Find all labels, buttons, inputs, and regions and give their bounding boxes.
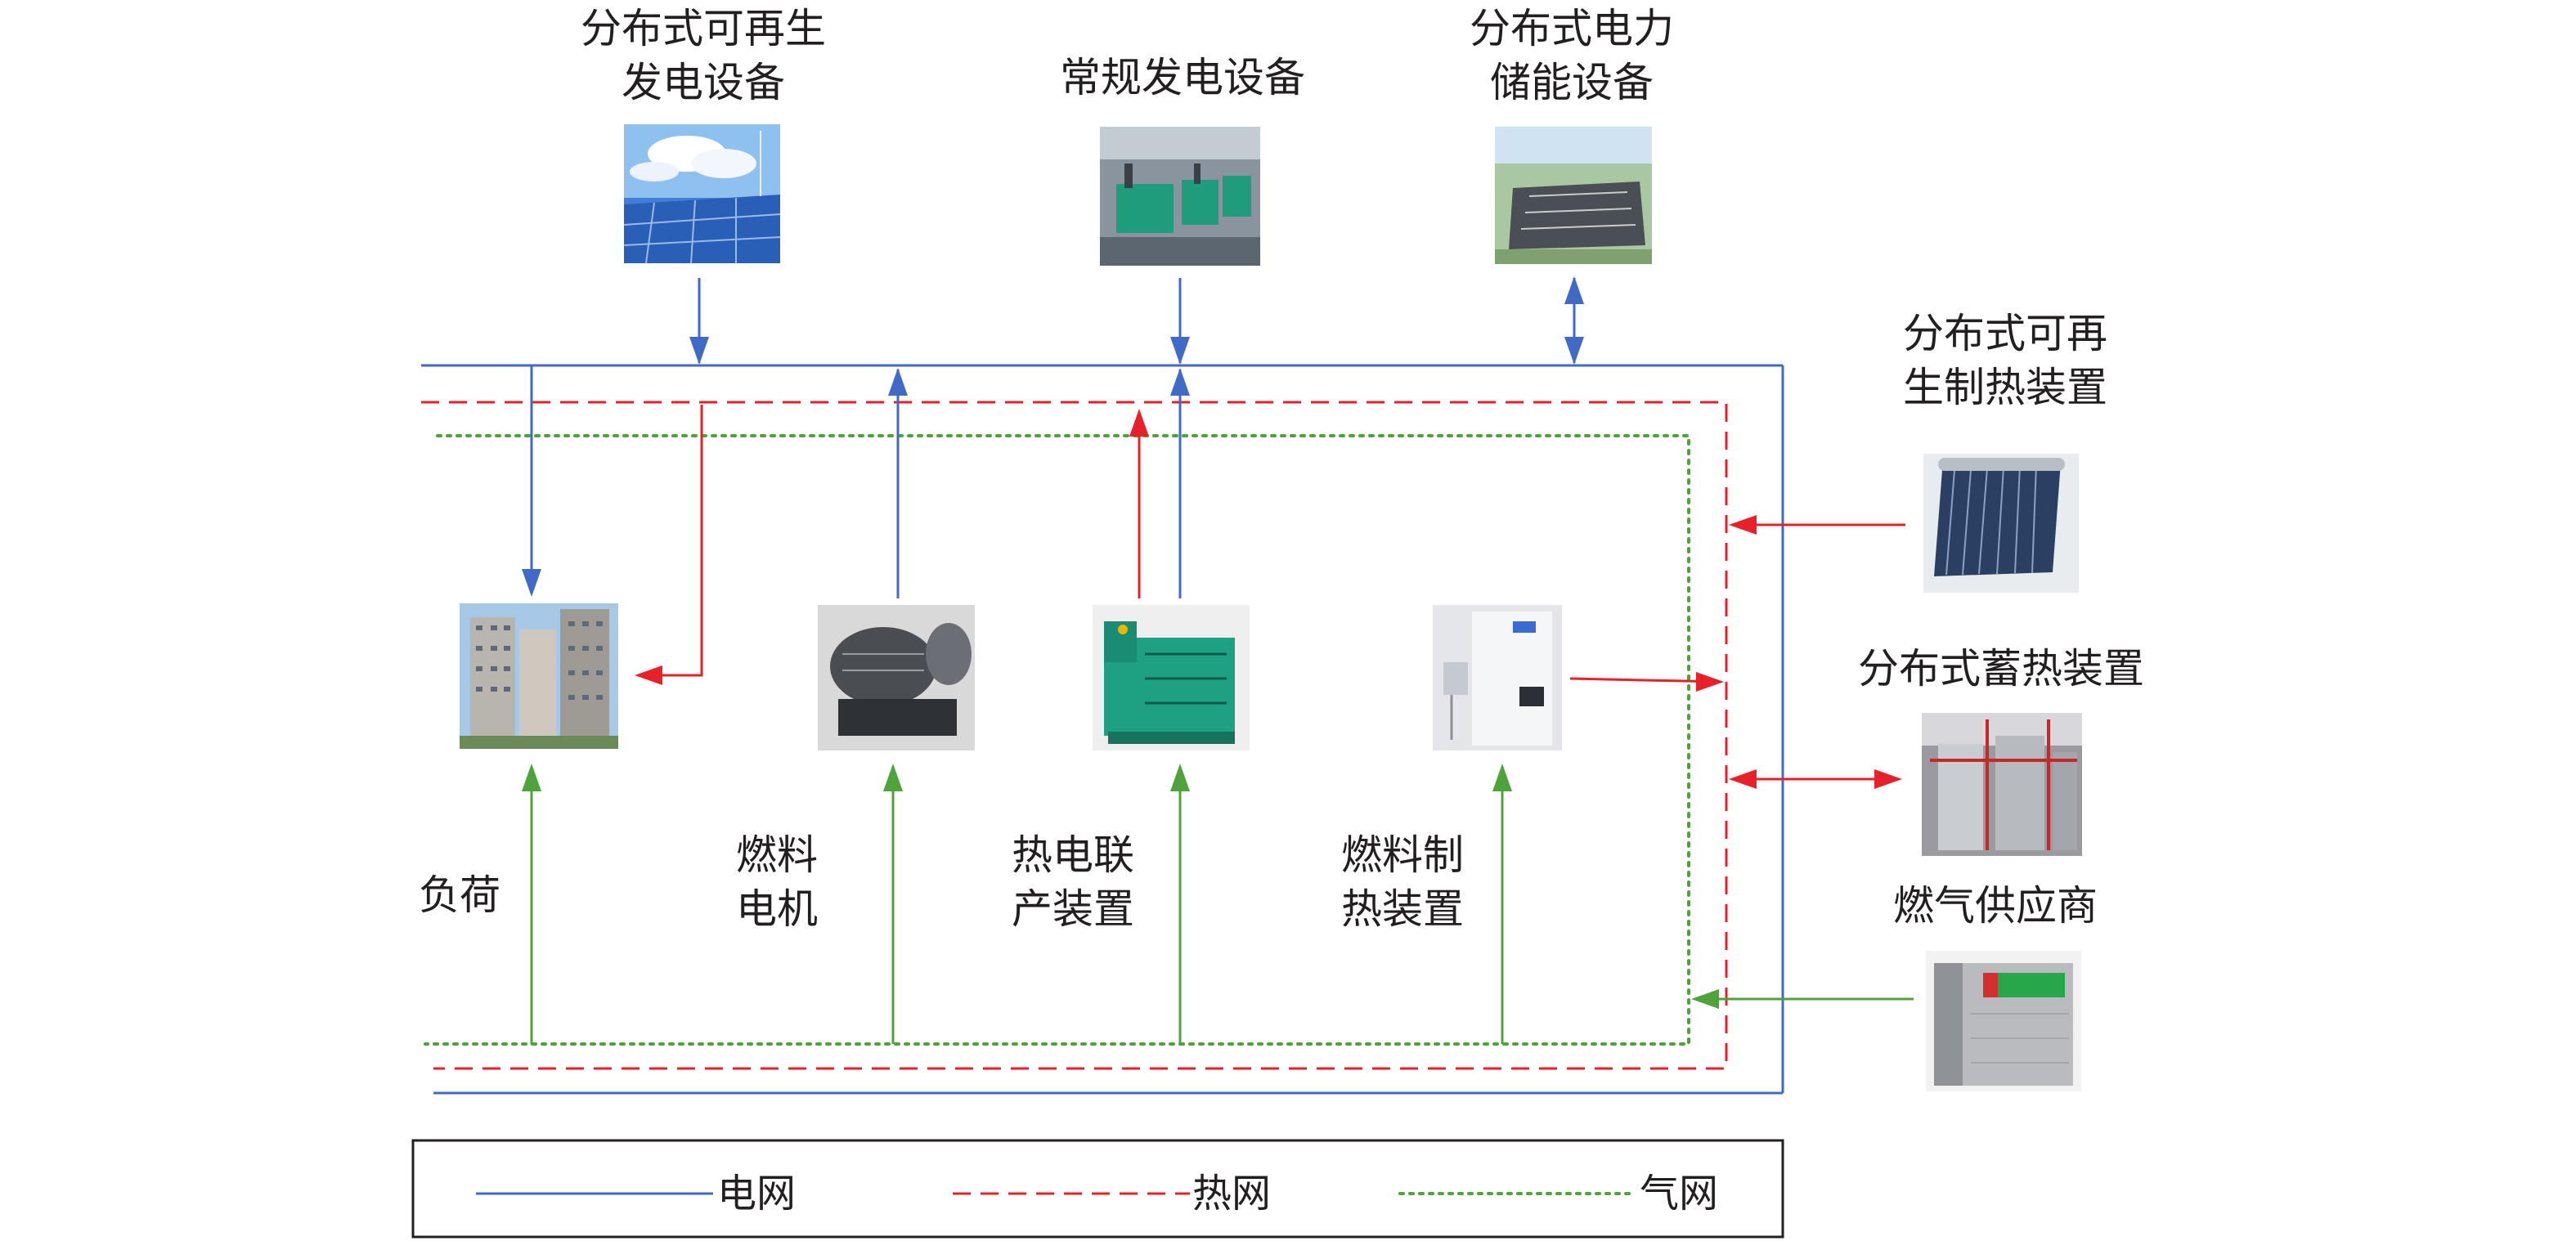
heat-storage-tank-photo [1922, 713, 2082, 856]
heat-arrowheads [635, 409, 1902, 789]
gas-arrowheads [522, 764, 1719, 1009]
heat-from-fuel-heater [1569, 677, 1721, 683]
generator-hall-photo [1100, 127, 1260, 266]
storage-label: 分布式电力 储能设备 [1470, 5, 1674, 106]
legend-gas-label: 气网 [1640, 1171, 1719, 1216]
gas-boiler-photo [1433, 605, 1562, 750]
gas-turbine-photo [818, 605, 975, 750]
heat-storage-label: 分布式蓄热装置 [1858, 645, 2144, 692]
heat-to-load [640, 405, 703, 677]
load-label: 负荷 [419, 871, 500, 919]
legend-box [411, 1139, 1784, 1239]
power-arrowheads [522, 276, 1584, 597]
heat-bus-top [421, 401, 1728, 1070]
legend-power-label: 电网 [717, 1171, 797, 1216]
power-bus [421, 364, 1784, 1095]
heat-bus [421, 401, 1728, 1070]
chp-label: 热电联 产装置 [1012, 831, 1134, 933]
chp-unit-photo [1093, 605, 1250, 750]
fuel-generator-label: 燃料 电机 [736, 831, 818, 933]
fuel-heater-label: 燃料制 热装置 [1341, 831, 1464, 933]
solar-wind-farm-photo [623, 124, 781, 264]
conventional-power-label: 常规发电设备 [1060, 54, 1305, 101]
gas-bus-loop [424, 434, 1690, 1046]
legend-heat-label: 热网 [1192, 1171, 1272, 1216]
apartment-buildings-photo [460, 603, 618, 749]
gas-cabinet-photo [1926, 951, 2081, 1091]
solar-water-heater-photo [1923, 454, 2079, 593]
battery-storage-facility-photo [1495, 127, 1652, 264]
renewable-heat-label: 分布式可再 生制热装置 [1903, 310, 2107, 411]
gas-supplier-label: 燃气供应商 [1893, 882, 2098, 930]
renewable-power-label: 分布式可再生 发电设备 [581, 5, 826, 106]
gas-bus [424, 434, 1690, 1046]
